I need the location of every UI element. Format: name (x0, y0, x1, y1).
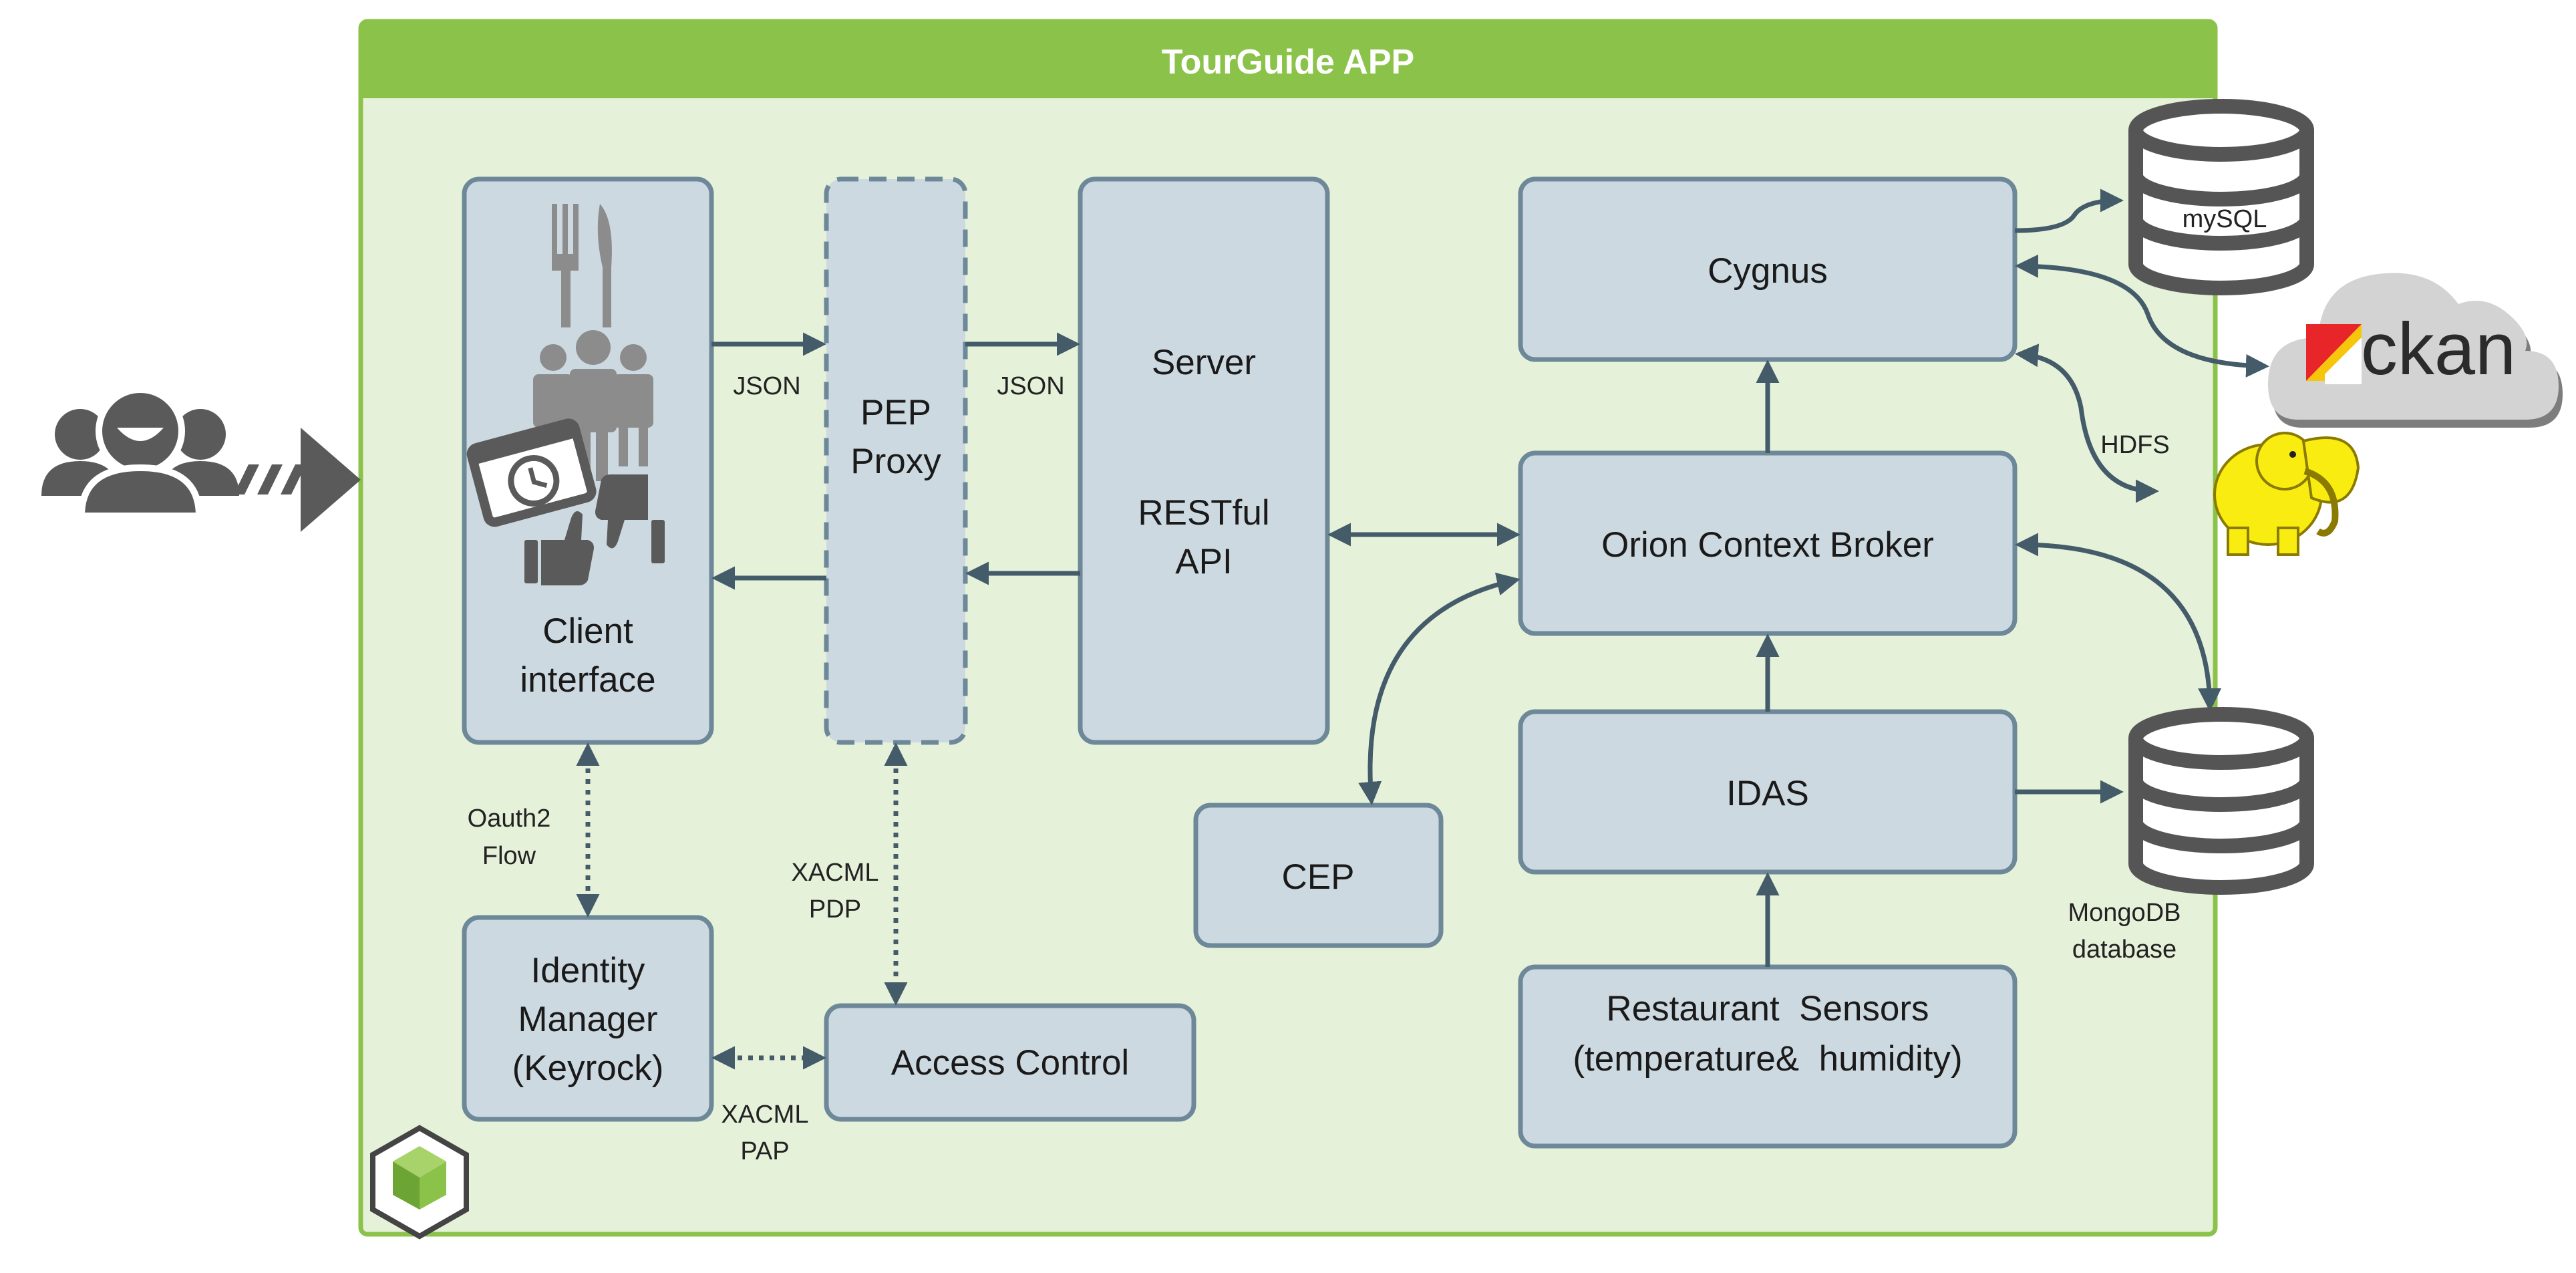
cygnus-to-mysql-arrow (2014, 188, 2124, 233)
ckan-cloud-icon (2268, 273, 2563, 428)
cep-orion-arrow (1358, 572, 1520, 805)
ckan-logo-icon (2306, 324, 2362, 384)
identity-manager-box (462, 915, 714, 1122)
cep-box (1193, 803, 1444, 948)
sensors-label-2: (temperature& humidity) (1573, 1039, 1962, 1079)
idm-label-1: Identity (531, 951, 645, 990)
group-icon (533, 330, 653, 481)
pdp-label-1: XACML (792, 859, 879, 887)
cube-logo-icon (370, 1125, 469, 1240)
access-control-box (824, 1003, 1196, 1122)
app-header (361, 21, 2215, 98)
users-icon (41, 386, 239, 519)
ckan-label: ckan (2361, 308, 2516, 390)
mongodb-label-2: database (2072, 936, 2177, 964)
server-api-label-1: RESTful (1138, 493, 1269, 533)
access-control-label: Access Control (891, 1043, 1129, 1083)
pdp-label-2: PDP (809, 895, 861, 924)
orion-label: Orion Context Broker (1601, 525, 1934, 565)
oauth-label-2: Flow (482, 842, 536, 870)
cygnus-ckan-arrow (2015, 254, 2269, 378)
mysql-label: mySQL (2183, 205, 2267, 233)
oauth-label-1: Oauth2 (468, 805, 551, 833)
mongodb-label-1: MongoDB (2068, 899, 2181, 927)
cutlery-icon (552, 204, 612, 327)
pep-label-1: PEP (860, 393, 931, 432)
idas-label: IDAS (1726, 774, 1809, 813)
client-label-1: Client (542, 611, 633, 651)
idm-label-3: (Keyrock) (512, 1048, 664, 1088)
server-api-label-2: API (1175, 542, 1232, 581)
json-label-right: JSON (997, 372, 1064, 400)
server-label: Server (1152, 343, 1256, 382)
thumbs-down-icon (595, 474, 665, 563)
mongodb-database-icon (2128, 707, 2314, 895)
sensors-label-1: Restaurant Sensors (1606, 989, 1929, 1028)
server-box (1078, 176, 1330, 745)
json-label-left: JSON (733, 372, 800, 400)
cep-label: CEP (1282, 857, 1355, 897)
cygnus-hadoop-arrow (2015, 343, 2159, 503)
pap-label-1: XACML (721, 1101, 809, 1129)
calendar-clock-icon (466, 418, 597, 527)
hdfs-label: HDFS (2100, 431, 2169, 459)
cygnus-label: Cygnus (1708, 251, 1828, 291)
hadoop-elephant-icon (2213, 432, 2360, 556)
thumbs-up-icon (524, 511, 594, 585)
mysql-database-icon (2128, 99, 2314, 295)
orion-mongodb-arrow (2015, 533, 2222, 712)
entry-arrow-icon (234, 428, 361, 532)
pap-label-2: PAP (740, 1137, 789, 1165)
app-title: TourGuide APP (1162, 43, 1414, 82)
pep-label-2: Proxy (850, 442, 941, 481)
idm-label-2: Manager (518, 1000, 657, 1039)
client-label-2: interface (520, 660, 655, 700)
